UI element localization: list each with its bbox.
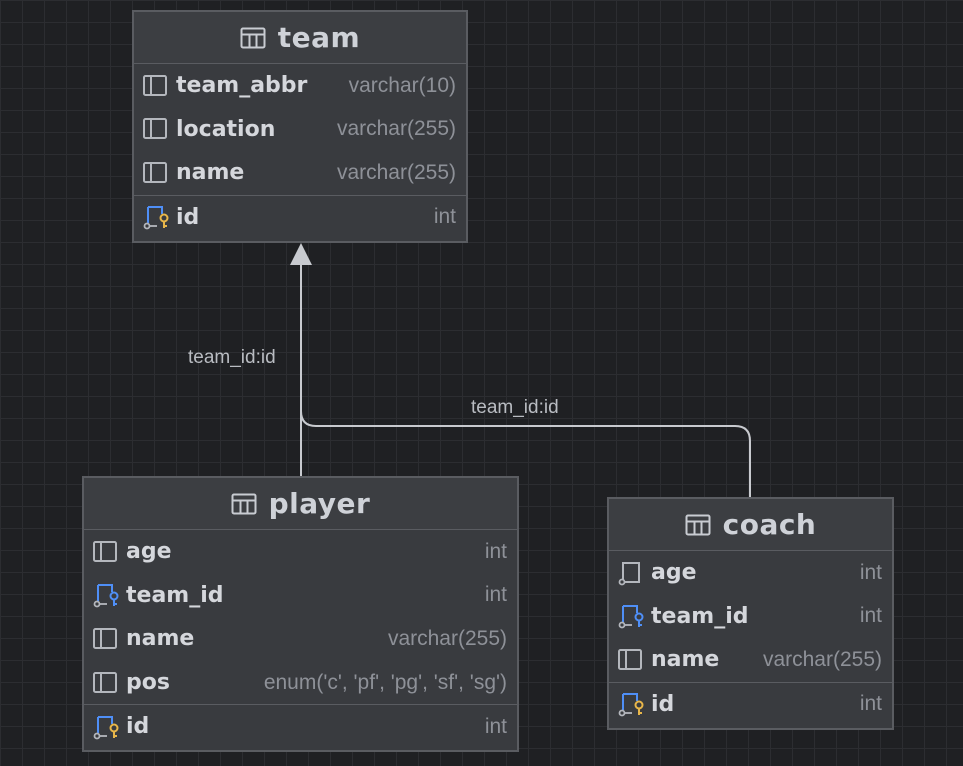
column-name: name <box>651 647 720 673</box>
table-icon <box>231 493 257 514</box>
table-title: coach <box>722 508 817 541</box>
table-player[interactable]: player age int team_id int name varchar(… <box>82 476 519 752</box>
column-type: enum('c', 'pf', 'pg', 'sf', 'sg') <box>263 670 507 694</box>
column-name: team_id <box>126 582 224 608</box>
column-name: team_id <box>651 603 749 629</box>
column-name: location <box>176 116 276 142</box>
column-row[interactable]: team_abbr varchar(10) <box>134 64 466 108</box>
primary-key-icon <box>618 693 644 717</box>
primary-key-row[interactable]: id int <box>134 194 466 239</box>
column-row[interactable]: name varchar(255) <box>609 638 892 682</box>
column-type: int <box>484 539 507 563</box>
column-type: int <box>859 692 882 716</box>
primary-key-row[interactable]: id int <box>84 704 517 748</box>
table-title: team <box>277 21 361 54</box>
table-header[interactable]: player <box>84 478 517 530</box>
column-row[interactable]: pos enum('c', 'pf', 'pg', 'sf', 'sg') <box>84 661 517 705</box>
table-team[interactable]: team team_abbr varchar(10) location varc… <box>132 10 468 243</box>
column-type: int <box>859 560 882 584</box>
column-icon <box>93 540 117 562</box>
column-name: id <box>126 714 150 740</box>
foreign-key-icon <box>93 584 119 608</box>
column-icon <box>143 161 167 183</box>
column-row[interactable]: location varchar(255) <box>134 108 466 152</box>
edge-label-player-team: team_id:id <box>188 347 276 368</box>
column-name: team_abbr <box>176 73 308 99</box>
column-row[interactable]: age int <box>84 530 517 574</box>
foreign-key-row[interactable]: team_id int <box>609 595 892 639</box>
edge-label-coach-team: team_id:id <box>471 397 559 418</box>
column-row[interactable]: name varchar(255) <box>84 617 517 661</box>
column-icon <box>143 118 167 140</box>
column-icon <box>618 561 640 586</box>
column-type: int <box>484 583 507 607</box>
column-type: varchar(255) <box>762 647 882 671</box>
table-icon <box>240 27 266 48</box>
column-type: int <box>433 205 456 229</box>
table-title: player <box>268 487 371 520</box>
table-header[interactable]: coach <box>609 499 892 551</box>
foreign-key-icon <box>618 605 644 629</box>
column-name: id <box>651 691 675 717</box>
primary-key-icon <box>143 206 169 230</box>
column-type: varchar(10) <box>348 73 456 97</box>
column-name: pos <box>126 670 170 696</box>
edge-arrowhead <box>290 243 312 265</box>
column-name: id <box>176 204 200 230</box>
column-name: name <box>126 626 195 652</box>
column-type: varchar(255) <box>387 626 507 650</box>
table-header[interactable]: team <box>134 12 466 64</box>
primary-key-icon <box>93 715 119 740</box>
column-icon <box>93 627 117 649</box>
column-name: age <box>651 560 697 586</box>
primary-key-row[interactable]: id int <box>609 681 892 726</box>
column-icon <box>143 74 167 96</box>
column-type: int <box>859 604 882 628</box>
table-icon <box>685 514 711 535</box>
column-icon <box>618 648 642 670</box>
column-name: name <box>176 160 245 186</box>
column-row[interactable]: age int <box>609 551 892 595</box>
column-icon <box>93 671 117 693</box>
column-row[interactable]: name varchar(255) <box>134 151 466 195</box>
edge-coach-team[interactable] <box>300 410 751 497</box>
column-type: varchar(255) <box>336 117 456 141</box>
table-coach[interactable]: coach age int team_id int name varchar(2… <box>607 497 894 730</box>
column-type: varchar(255) <box>336 160 456 184</box>
column-type: int <box>484 714 507 738</box>
column-name: age <box>126 539 172 565</box>
foreign-key-row[interactable]: team_id int <box>84 574 517 618</box>
